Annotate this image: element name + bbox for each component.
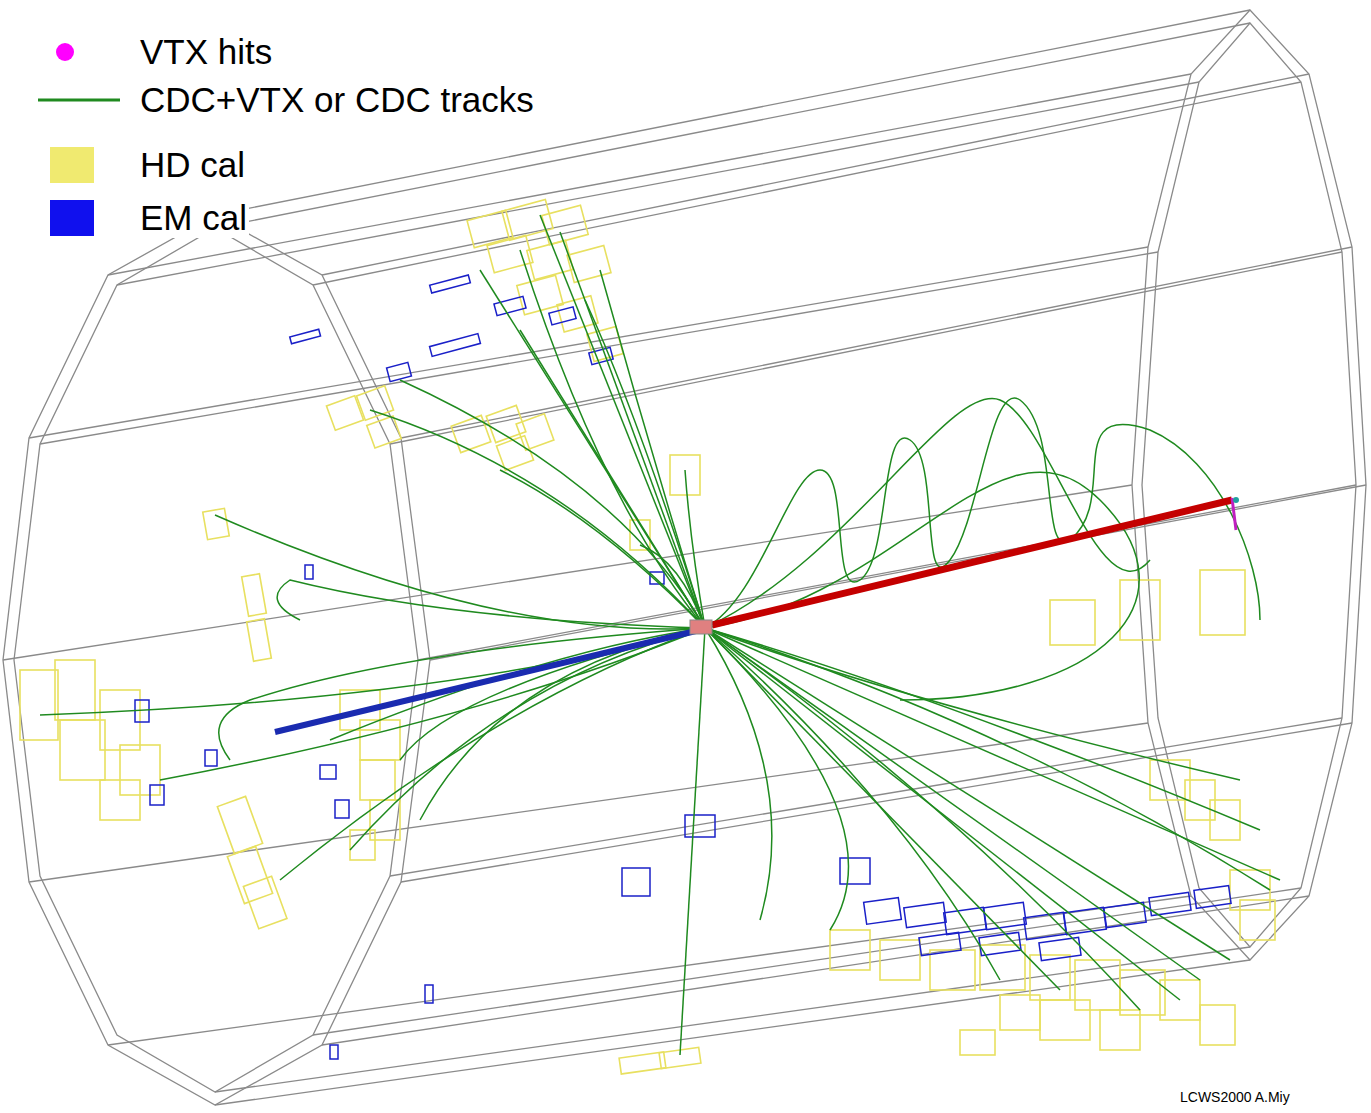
legend-row: CDC+VTX or CDC tracks	[38, 76, 536, 124]
legend-label: HD cal	[138, 145, 247, 185]
legend-label: VTX hits	[138, 32, 274, 72]
hadron-calorimeter-hits	[20, 200, 1275, 1074]
legend-row: VTX hits	[38, 28, 274, 76]
detector-outline	[3, 10, 1366, 1105]
legend-row: HD cal	[38, 141, 247, 189]
legend-label: CDC+VTX or CDC tracks	[138, 80, 536, 120]
legend-line-sample	[38, 76, 128, 124]
em-calorimeter-hits	[135, 275, 1231, 1059]
electron-track	[275, 630, 700, 732]
legend-swatch	[38, 28, 128, 76]
legend-label: EM cal	[138, 198, 249, 238]
legend-swatch	[38, 141, 128, 189]
muon-track	[712, 500, 1232, 625]
legend-row: EM cal	[38, 194, 249, 242]
charged-tracks	[40, 215, 1280, 1055]
legend-swatch	[38, 194, 128, 242]
credit-note: LCWS2000 A.Miy	[1180, 1089, 1290, 1105]
interaction-point	[690, 620, 712, 634]
vtx-hit-mark	[1233, 497, 1239, 503]
